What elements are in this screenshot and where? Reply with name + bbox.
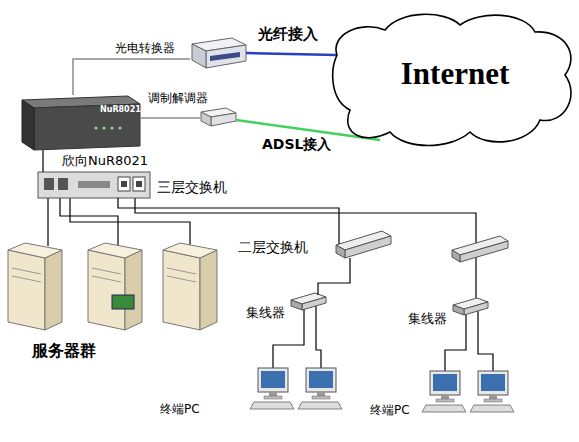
router-icon xyxy=(22,96,140,150)
l3-switch-icon xyxy=(121,181,127,187)
router-icon xyxy=(102,126,105,129)
device-model: NuR8021 xyxy=(100,106,141,115)
cloud-node: Internet xyxy=(335,10,575,150)
wire xyxy=(70,198,190,246)
pc-icon xyxy=(298,368,342,409)
router-icon xyxy=(118,126,121,129)
node-label: 集线器 xyxy=(246,306,285,320)
connector xyxy=(318,258,350,295)
hub-node: 集线器 xyxy=(290,293,326,310)
server-icon xyxy=(8,243,62,258)
edge-label: 光纤接入 xyxy=(258,26,318,43)
node-label: 二层交换机 xyxy=(238,240,308,255)
hub-icon xyxy=(464,302,488,315)
router-icon xyxy=(94,126,97,129)
l3-switch-node: 三层交换机 xyxy=(38,172,150,198)
server-icon xyxy=(125,250,142,330)
converter-icon xyxy=(192,44,206,68)
server-icon xyxy=(92,268,121,274)
server-icon xyxy=(163,250,200,330)
router-icon xyxy=(34,104,140,150)
node-label: 光电转换器 xyxy=(115,42,175,55)
l2-switch-icon xyxy=(345,236,391,258)
l3-switch-icon xyxy=(133,177,145,191)
modem-node: 调制解调器 xyxy=(200,108,236,126)
converter-icon xyxy=(206,45,246,68)
converter-node: 光电转换器 xyxy=(190,38,246,68)
node-label: 三层交换机 xyxy=(157,180,227,195)
node-label: 终端PC xyxy=(370,404,410,417)
server-icon xyxy=(112,295,134,309)
server-icon xyxy=(200,250,217,330)
node-label: Internet xyxy=(335,57,575,91)
router-icon xyxy=(22,100,34,150)
server-icon xyxy=(167,268,196,274)
modem-icon xyxy=(201,108,236,126)
hub-icon xyxy=(453,305,464,315)
wire xyxy=(316,306,321,368)
l2-switch-icon xyxy=(336,231,508,262)
connector xyxy=(118,198,339,244)
wire xyxy=(47,198,48,246)
modem-icon xyxy=(201,112,211,126)
server-icon xyxy=(8,243,217,330)
server-icon xyxy=(8,250,45,330)
pc-group: 终端PC xyxy=(418,365,518,420)
server-icon xyxy=(92,276,121,282)
l2-switch-icon xyxy=(452,250,460,262)
l3-switch-icon xyxy=(78,181,110,188)
wire xyxy=(48,198,493,371)
l3-switch-icon xyxy=(136,181,142,187)
l2-switch-icon xyxy=(460,241,508,262)
node-label: 终端PC xyxy=(160,403,200,416)
connector xyxy=(42,150,43,172)
router-icon xyxy=(110,126,113,129)
node-label: 集线器 xyxy=(408,312,447,326)
pc-icon xyxy=(422,371,466,412)
server-icon xyxy=(167,276,196,282)
node-label: 欣向NuR8021 xyxy=(62,154,148,168)
l3-switch-icon xyxy=(58,178,68,190)
pc-group: 终端PC xyxy=(245,362,345,417)
wire xyxy=(445,314,466,371)
server-group: 服务器群 xyxy=(0,235,220,335)
wire xyxy=(475,252,476,300)
hub-node: 集线器 xyxy=(452,298,488,315)
server-icon xyxy=(12,276,41,282)
connector xyxy=(246,53,336,55)
converter-icon xyxy=(210,52,240,61)
server-icon xyxy=(88,243,142,258)
wire xyxy=(135,198,476,244)
l2-switch-icon xyxy=(336,245,345,258)
l3-switch-icon xyxy=(118,177,130,191)
l3-switch-icon xyxy=(38,172,150,198)
server-icon xyxy=(45,250,62,330)
l3-switch-icon xyxy=(44,178,54,190)
l3-switch-icon xyxy=(38,172,150,198)
hub-icon xyxy=(302,297,326,310)
pc-icon xyxy=(470,371,514,412)
node-label: 服务器群 xyxy=(32,342,96,360)
converter-icon xyxy=(192,38,246,68)
modem-icon xyxy=(211,113,236,126)
l2-switch-node: 二层交换机 xyxy=(335,238,393,266)
wire xyxy=(478,311,493,371)
server-icon xyxy=(163,243,217,258)
hub-icon xyxy=(291,293,488,315)
edge-label: ADSL接入 xyxy=(262,137,331,152)
connector xyxy=(73,59,190,95)
connector xyxy=(140,117,200,119)
router-node: 欣向NuR8021 xyxy=(18,95,140,150)
server-icon xyxy=(88,250,125,330)
hub-icon xyxy=(291,300,302,310)
node-label: 调制解调器 xyxy=(148,92,208,105)
server-icon xyxy=(12,268,41,274)
pc-icon xyxy=(250,368,294,409)
